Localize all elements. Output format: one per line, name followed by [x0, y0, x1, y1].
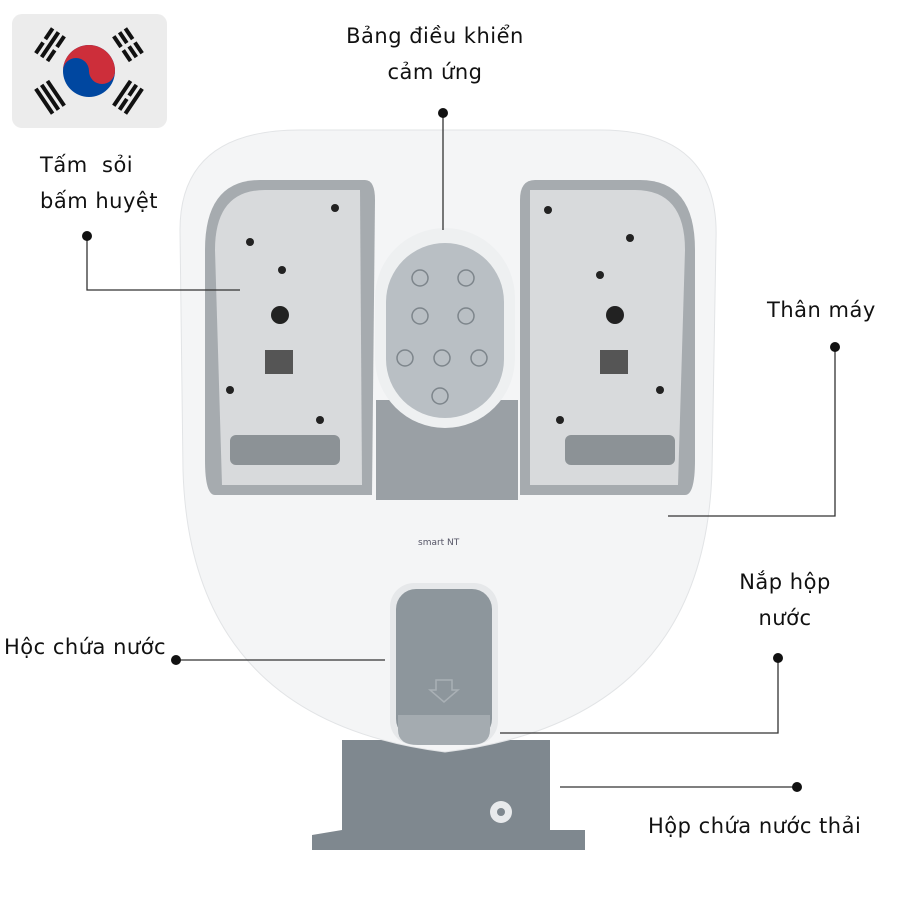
- logo-text: smart NT: [418, 538, 460, 548]
- south-korea-flag-icon: [34, 27, 144, 115]
- water-compartment: [390, 583, 498, 745]
- label-line: cảm ứng: [387, 60, 483, 84]
- brand-logo: smart NT: [418, 538, 459, 548]
- label-line: Nắp hộp: [739, 570, 831, 594]
- label-water-compartment: Hộc chứa nước: [4, 635, 167, 659]
- flag-badge: [12, 14, 167, 128]
- label-waste-tank: Hộp chứa nước thải: [648, 814, 862, 838]
- label-acupressure-plate: Tấm sỏi bấm huyệt: [40, 147, 158, 219]
- label-line: bấm huyệt: [40, 189, 159, 213]
- waste-tank: [312, 740, 585, 850]
- label-line: Tấm sỏi: [40, 153, 134, 177]
- acupressure-plate-left: [205, 180, 375, 495]
- label-line: nước: [758, 606, 812, 630]
- label-line: Bảng điều khiển: [346, 24, 524, 48]
- label-tank-lid: Nắp hộp nước: [730, 564, 840, 636]
- acupressure-plate-right: [520, 180, 695, 495]
- label-control-panel: Bảng điều khiển cảm ứng: [320, 18, 550, 90]
- control-panel: [375, 228, 515, 428]
- label-body: Thân máy: [767, 298, 876, 322]
